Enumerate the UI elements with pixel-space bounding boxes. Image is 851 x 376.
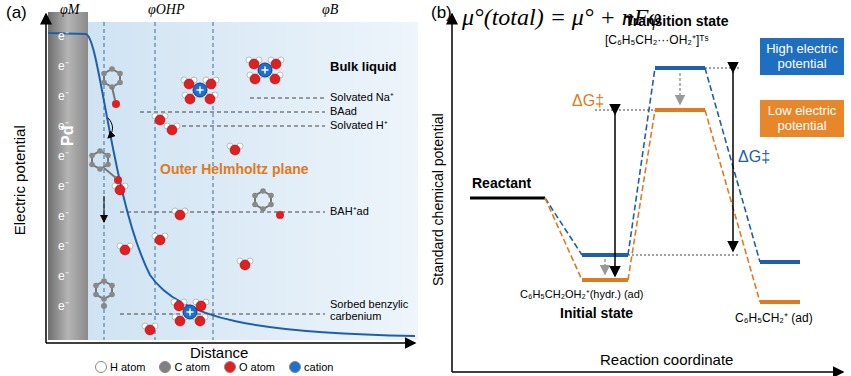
text-label: Initial state: [560, 306, 633, 321]
text-label: Solvated Na⁺: [330, 91, 394, 103]
text-label: φM: [60, 2, 79, 17]
electron-label: e⁻: [58, 30, 69, 43]
text-label: Electric potential: [12, 125, 29, 235]
electron-label: e⁻: [58, 210, 69, 223]
legend-text: O atom: [239, 361, 275, 373]
electron-label: e⁻: [58, 270, 69, 283]
text-label: Reactant: [472, 176, 531, 191]
text-label: Bulk liquid: [330, 60, 396, 74]
legend-swatch: [289, 361, 301, 373]
legend-item: H atom: [95, 361, 145, 373]
electron-label: e⁻: [58, 90, 69, 103]
text-label: ΔG‡: [738, 148, 770, 166]
electron-label: e⁻: [58, 150, 69, 163]
electron-label: e⁻: [58, 60, 69, 73]
text-label: Solvated H⁺: [330, 119, 388, 131]
text-label: ΔG‡: [572, 92, 604, 110]
legend-box: High electric potential: [760, 38, 844, 75]
node-text: Pd: [59, 126, 77, 146]
text-label: Transition state: [625, 14, 728, 29]
text-label: φB: [322, 2, 338, 17]
node-text: Low electric potential: [764, 104, 840, 133]
legend-box: Low electric potential: [760, 100, 844, 137]
text-label: (a): [6, 4, 27, 23]
text-label: BAH⁺ad: [330, 205, 369, 217]
legend-swatch: [95, 361, 107, 373]
legend-item: O atom: [224, 361, 275, 373]
electron-label: e⁻: [58, 240, 69, 253]
legend-swatch: [224, 361, 236, 373]
legend-text: cation: [304, 361, 333, 373]
text-label: C₆H₅CH₂⁺ (ad): [735, 312, 813, 325]
legend-text: C atom: [174, 361, 209, 373]
text-label: Standard chemical potential: [430, 114, 445, 287]
text-label: Distance: [190, 345, 248, 362]
text-label: BAad: [330, 105, 357, 117]
text-label: Reaction coordinate: [600, 352, 733, 369]
electron-label: e⁻: [58, 180, 69, 193]
legend-swatch: [159, 361, 171, 373]
text-label: Sorbed benzylic carbenium: [330, 298, 410, 322]
text-label: (b): [431, 4, 452, 23]
text-label: C₆H₅CH₂OH₂⁺(hydr.) (ad): [520, 288, 643, 300]
electrode-bar: Pd: [48, 12, 88, 340]
text-label: [C₆H₅CH₂···OH₂⁺]ᵀˢ: [605, 34, 709, 47]
text-label: φOHP: [148, 2, 185, 17]
legend-item: cation: [289, 361, 333, 373]
legend-item: C atom: [159, 361, 209, 373]
text-label: Outer Helmholtz plane: [160, 162, 309, 177]
node-text: High electric potential: [764, 42, 840, 71]
electron-label: e⁻: [58, 300, 69, 313]
legend-text: H atom: [110, 361, 145, 373]
